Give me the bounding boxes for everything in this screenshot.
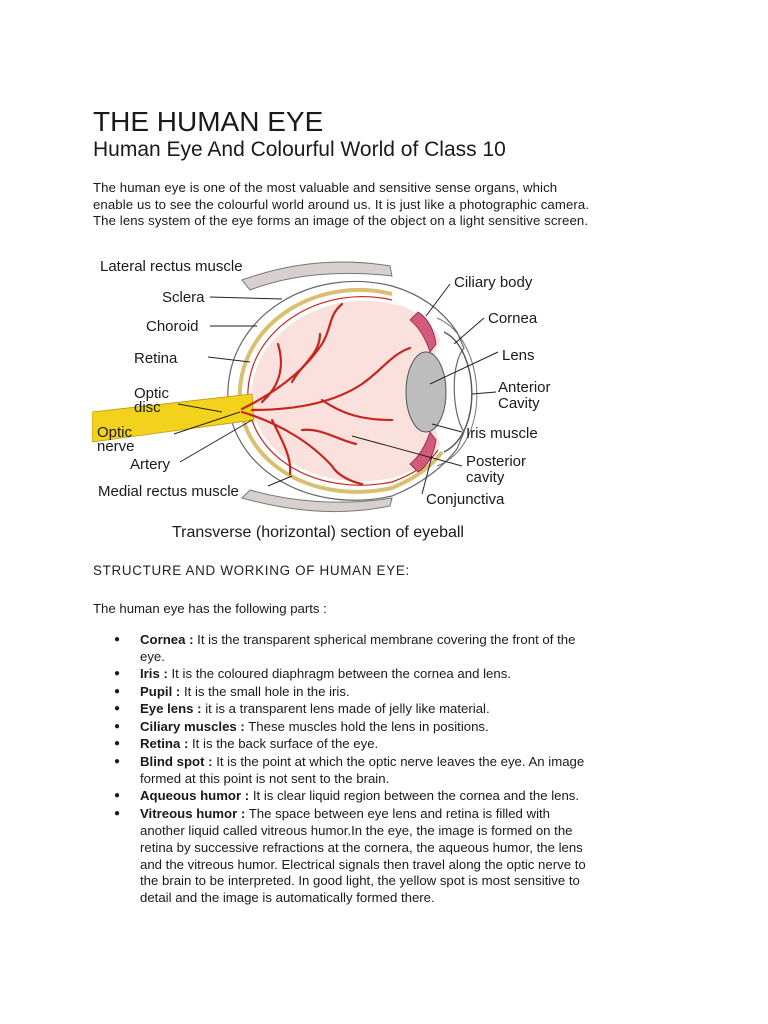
label-lateral-rectus: Lateral rectus muscle	[100, 258, 243, 275]
bullet-icon: ●	[114, 807, 121, 819]
cornea-shape	[443, 331, 473, 453]
part-description: It is the point at which the optic nerve…	[212, 753, 585, 769]
label-optic-nerve-1: Optic	[97, 424, 133, 441]
label-ciliary-body: Ciliary body	[454, 274, 533, 291]
intro-paragraph: The human eye is one of the most valuabl…	[93, 180, 683, 230]
page-subtitle: Human Eye And Colourful World of Class 1…	[93, 138, 506, 161]
part-description: another liquid called vitreous humor.In …	[140, 822, 573, 838]
vitreous-body	[251, 300, 440, 482]
bullet-icon: ●	[114, 738, 121, 750]
retina-layer	[247, 296, 439, 486]
list-item: ● Pupil : It is the small hole in the iri…	[110, 684, 670, 701]
part-term: Ciliary muscles :	[140, 718, 245, 734]
part-description: It is the back surface of the eye.	[188, 736, 379, 752]
bullet-icon: ●	[114, 634, 121, 645]
list-item: ● Eye lens : it is a transparent lens mad…	[110, 701, 670, 718]
label-conjunctiva: Conjunctiva	[426, 491, 505, 508]
part-description: It is the coloured diaphragm between the…	[167, 666, 511, 682]
label-cornea: Cornea	[488, 310, 538, 327]
part-term: Aqueous humor :	[140, 788, 250, 804]
intro-line: enable us to see the colourful world aro…	[93, 196, 590, 212]
part-description: detail and the image is automatically fo…	[140, 890, 435, 906]
ciliary-body-upper	[409, 311, 437, 353]
list-item: ● Blind spot : It is the point at which t…	[110, 754, 670, 788]
choroid	[237, 288, 444, 494]
part-term: Cornea :	[140, 632, 194, 647]
bullet-icon: ●	[114, 720, 121, 732]
list-item: ● Cornea : It is the transparent spherica…	[110, 632, 670, 666]
intro-line: The lens system of the eye forms an imag…	[93, 213, 589, 228]
label-iris-muscle: Iris muscle	[466, 425, 538, 442]
conjunctiva-shape	[436, 317, 478, 467]
part-term: Iris :	[140, 666, 168, 682]
parts-list: ● Cornea : It is the transparent spherica…	[110, 632, 670, 908]
part-description: It is the small hole in the iris.	[180, 683, 350, 699]
part-description: it is a transparent lens made of jelly l…	[201, 701, 490, 717]
optic-nerve-shape	[92, 393, 255, 443]
list-item: ● Aqueous humor : It is clear liquid regi…	[110, 788, 670, 805]
medial-rectus-muscle	[241, 489, 393, 513]
ciliary-body-lower	[409, 431, 437, 473]
figure-caption: Transverse (horizontal) section of eyeba…	[172, 524, 464, 541]
parts-intro: The human eye has the following parts :	[93, 601, 327, 616]
part-term: Retina :	[140, 736, 189, 752]
label-posterior-2: cavity	[466, 469, 505, 486]
part-description: It is clear liquid region between the co…	[249, 788, 580, 804]
part-description: The space between eye lens and retina is…	[245, 805, 550, 821]
blood-vessels	[240, 302, 412, 486]
bullet-icon: ●	[114, 668, 121, 680]
label-choroid: Choroid	[146, 318, 199, 335]
leader-lines	[173, 283, 499, 495]
label-sclera: Sclera	[162, 289, 205, 306]
lens-shape	[405, 351, 447, 433]
list-item: ● Ciliary muscles : These muscles hold th…	[110, 719, 670, 736]
intro-line: The human eye is one of the most valuabl…	[93, 180, 558, 195]
part-description: eye.	[140, 648, 165, 664]
list-item: ● Iris : It is the coloured diaphragm bet…	[110, 666, 670, 683]
lateral-rectus-muscle	[241, 261, 393, 291]
part-term: Pupil :	[140, 683, 181, 699]
bullet-icon: ●	[114, 790, 121, 802]
label-posterior-1: Posterior	[466, 453, 526, 470]
bullet-icon: ●	[114, 703, 121, 715]
part-description: These muscles hold the lens in positions…	[244, 718, 489, 734]
label-anterior-2: Cavity	[498, 395, 540, 412]
part-description: formed at this point is not sent to the …	[140, 770, 390, 786]
label-lens: Lens	[502, 347, 535, 364]
part-term: Vitreous humor :	[140, 805, 246, 821]
part-description: and the vitreous humor. Electrical signa…	[140, 856, 586, 872]
part-description: retina by successive refractions at the …	[140, 839, 583, 855]
section-heading: STRUCTURE AND WORKING OF HUMAN EYE:	[93, 563, 410, 578]
part-description: It is the transparent spherical membrane…	[193, 632, 576, 647]
label-optic-disc-1: Optic	[134, 385, 170, 402]
list-item: ● Retina : It is the back surface of the …	[110, 736, 670, 753]
eye-diagram: Lateral rectus muscle Sclera Choroid Ret…	[92, 258, 551, 541]
part-term: Blind spot :	[140, 753, 213, 769]
part-description: the brain to be interpreted. In good lig…	[140, 873, 580, 889]
list-item: ● Vitreous humor : The space between eye …	[110, 806, 670, 907]
label-artery: Artery	[130, 456, 171, 473]
bullet-icon: ●	[114, 755, 121, 767]
label-anterior-1: Anterior	[498, 379, 551, 396]
part-term: Eye lens :	[140, 701, 202, 717]
label-optic-disc-2: disc	[134, 399, 161, 416]
bullet-icon: ●	[114, 685, 121, 697]
label-medial-rectus: Medial rectus muscle	[98, 483, 239, 500]
label-optic-nerve-2: nerve	[97, 438, 135, 455]
label-retina: Retina	[134, 350, 178, 367]
page-title: THE HUMAN EYE	[93, 106, 324, 137]
